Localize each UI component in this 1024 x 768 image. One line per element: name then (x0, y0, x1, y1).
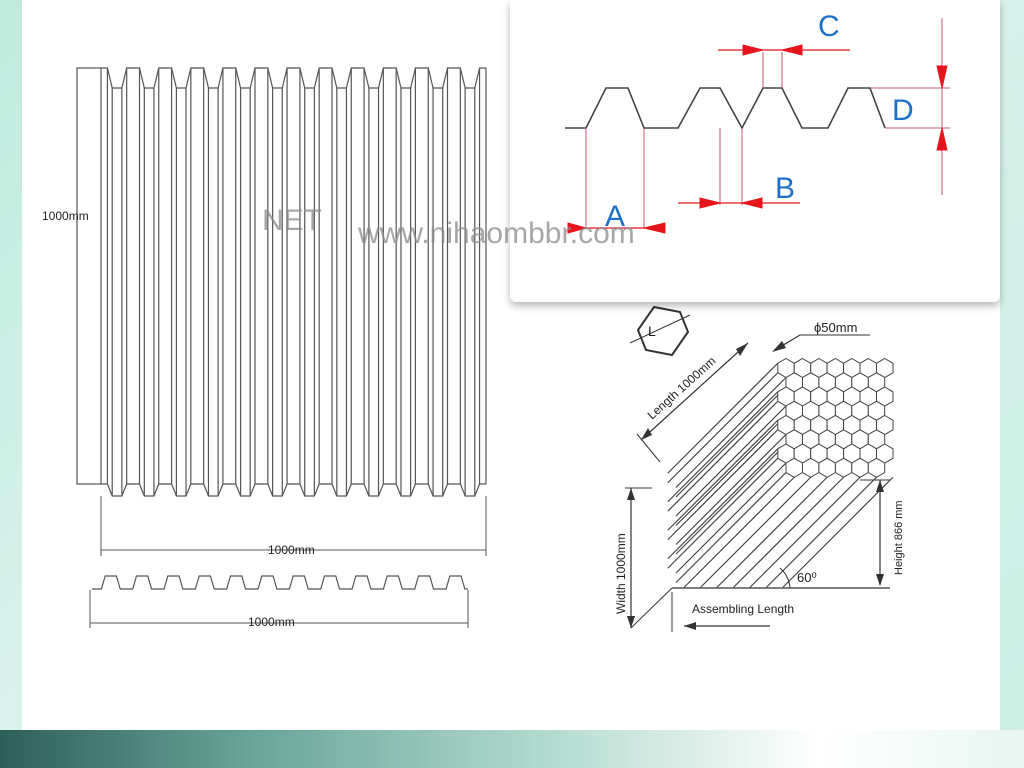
panel-top-edge (101, 67, 486, 89)
profile-legend-card: A B C D (510, 0, 1000, 302)
tube-edge (675, 377, 787, 488)
tube-edge (733, 476, 845, 588)
tube-edge (766, 476, 877, 588)
panel-bottom-edge (101, 483, 486, 497)
legend-profile-line (565, 87, 886, 130)
dimension-guides (585, 18, 950, 228)
panel-width-dimension (100, 496, 487, 556)
hexagon-cell (834, 457, 853, 478)
hexagon-cell (818, 457, 836, 478)
width-label: Width 1000mm (614, 533, 628, 614)
flat-profile-line (92, 575, 468, 590)
hexagon-symbol-icon (636, 305, 690, 357)
corrugated-panel (76, 67, 487, 497)
tube-lines (667, 362, 894, 588)
tube-edge (667, 372, 779, 484)
legend-label-b: B (775, 172, 795, 205)
hexagon-cell (802, 457, 820, 478)
diameter-label: ϕ50mm (814, 320, 857, 335)
tube-edge (667, 362, 779, 474)
panel-height-label: 1000mm (42, 209, 89, 223)
hexagon-face-grid (777, 357, 894, 478)
tube-edge (675, 462, 787, 574)
tube-edge (675, 415, 787, 526)
watermark-left: NET (262, 204, 322, 237)
tube-edge (667, 391, 779, 503)
tube-edge (667, 419, 779, 531)
tube-edge (716, 476, 828, 588)
hexagon-cell (851, 457, 869, 478)
tube-edge (675, 434, 787, 545)
tube-edge (700, 476, 812, 588)
honeycomb-block: L ϕ50mm Length 1000mm Height 866 mm Widt… (614, 305, 905, 632)
profile-width-label: 1000mm (248, 615, 295, 629)
hexagon-cell (785, 457, 803, 478)
tube-edge (675, 443, 787, 555)
tube-edge (667, 448, 779, 560)
height-label: Height 866 mm (893, 500, 905, 575)
profile-width-dimension (89, 590, 469, 628)
tube-edge (749, 476, 861, 588)
legend-label-a: A (605, 200, 625, 233)
tube-edge (782, 476, 894, 588)
tube-edge (675, 405, 787, 517)
assembling-length-label: Assembling Length (692, 602, 794, 616)
tube-edge (675, 472, 787, 583)
hexagon-cell (867, 457, 886, 478)
tube-edge (675, 386, 787, 498)
panel-edge-strip (76, 67, 102, 485)
profile-legend-canvas: A B C D (565, 10, 950, 234)
angle-label: 60⁰ (797, 570, 817, 585)
legend-label-d: D (892, 94, 914, 127)
hexagon-symbol-letter: L (648, 323, 656, 339)
tube-edge (667, 400, 779, 512)
tube-edge (667, 429, 779, 541)
background-band (0, 730, 1024, 768)
dimension-arrows (567, 44, 948, 234)
legend-label-c: C (818, 10, 840, 43)
length-label: Length 1000mm (645, 354, 719, 422)
panel-width-label: 1000mm (268, 543, 315, 557)
tube-edge (667, 457, 779, 569)
tube-edge (683, 476, 795, 588)
